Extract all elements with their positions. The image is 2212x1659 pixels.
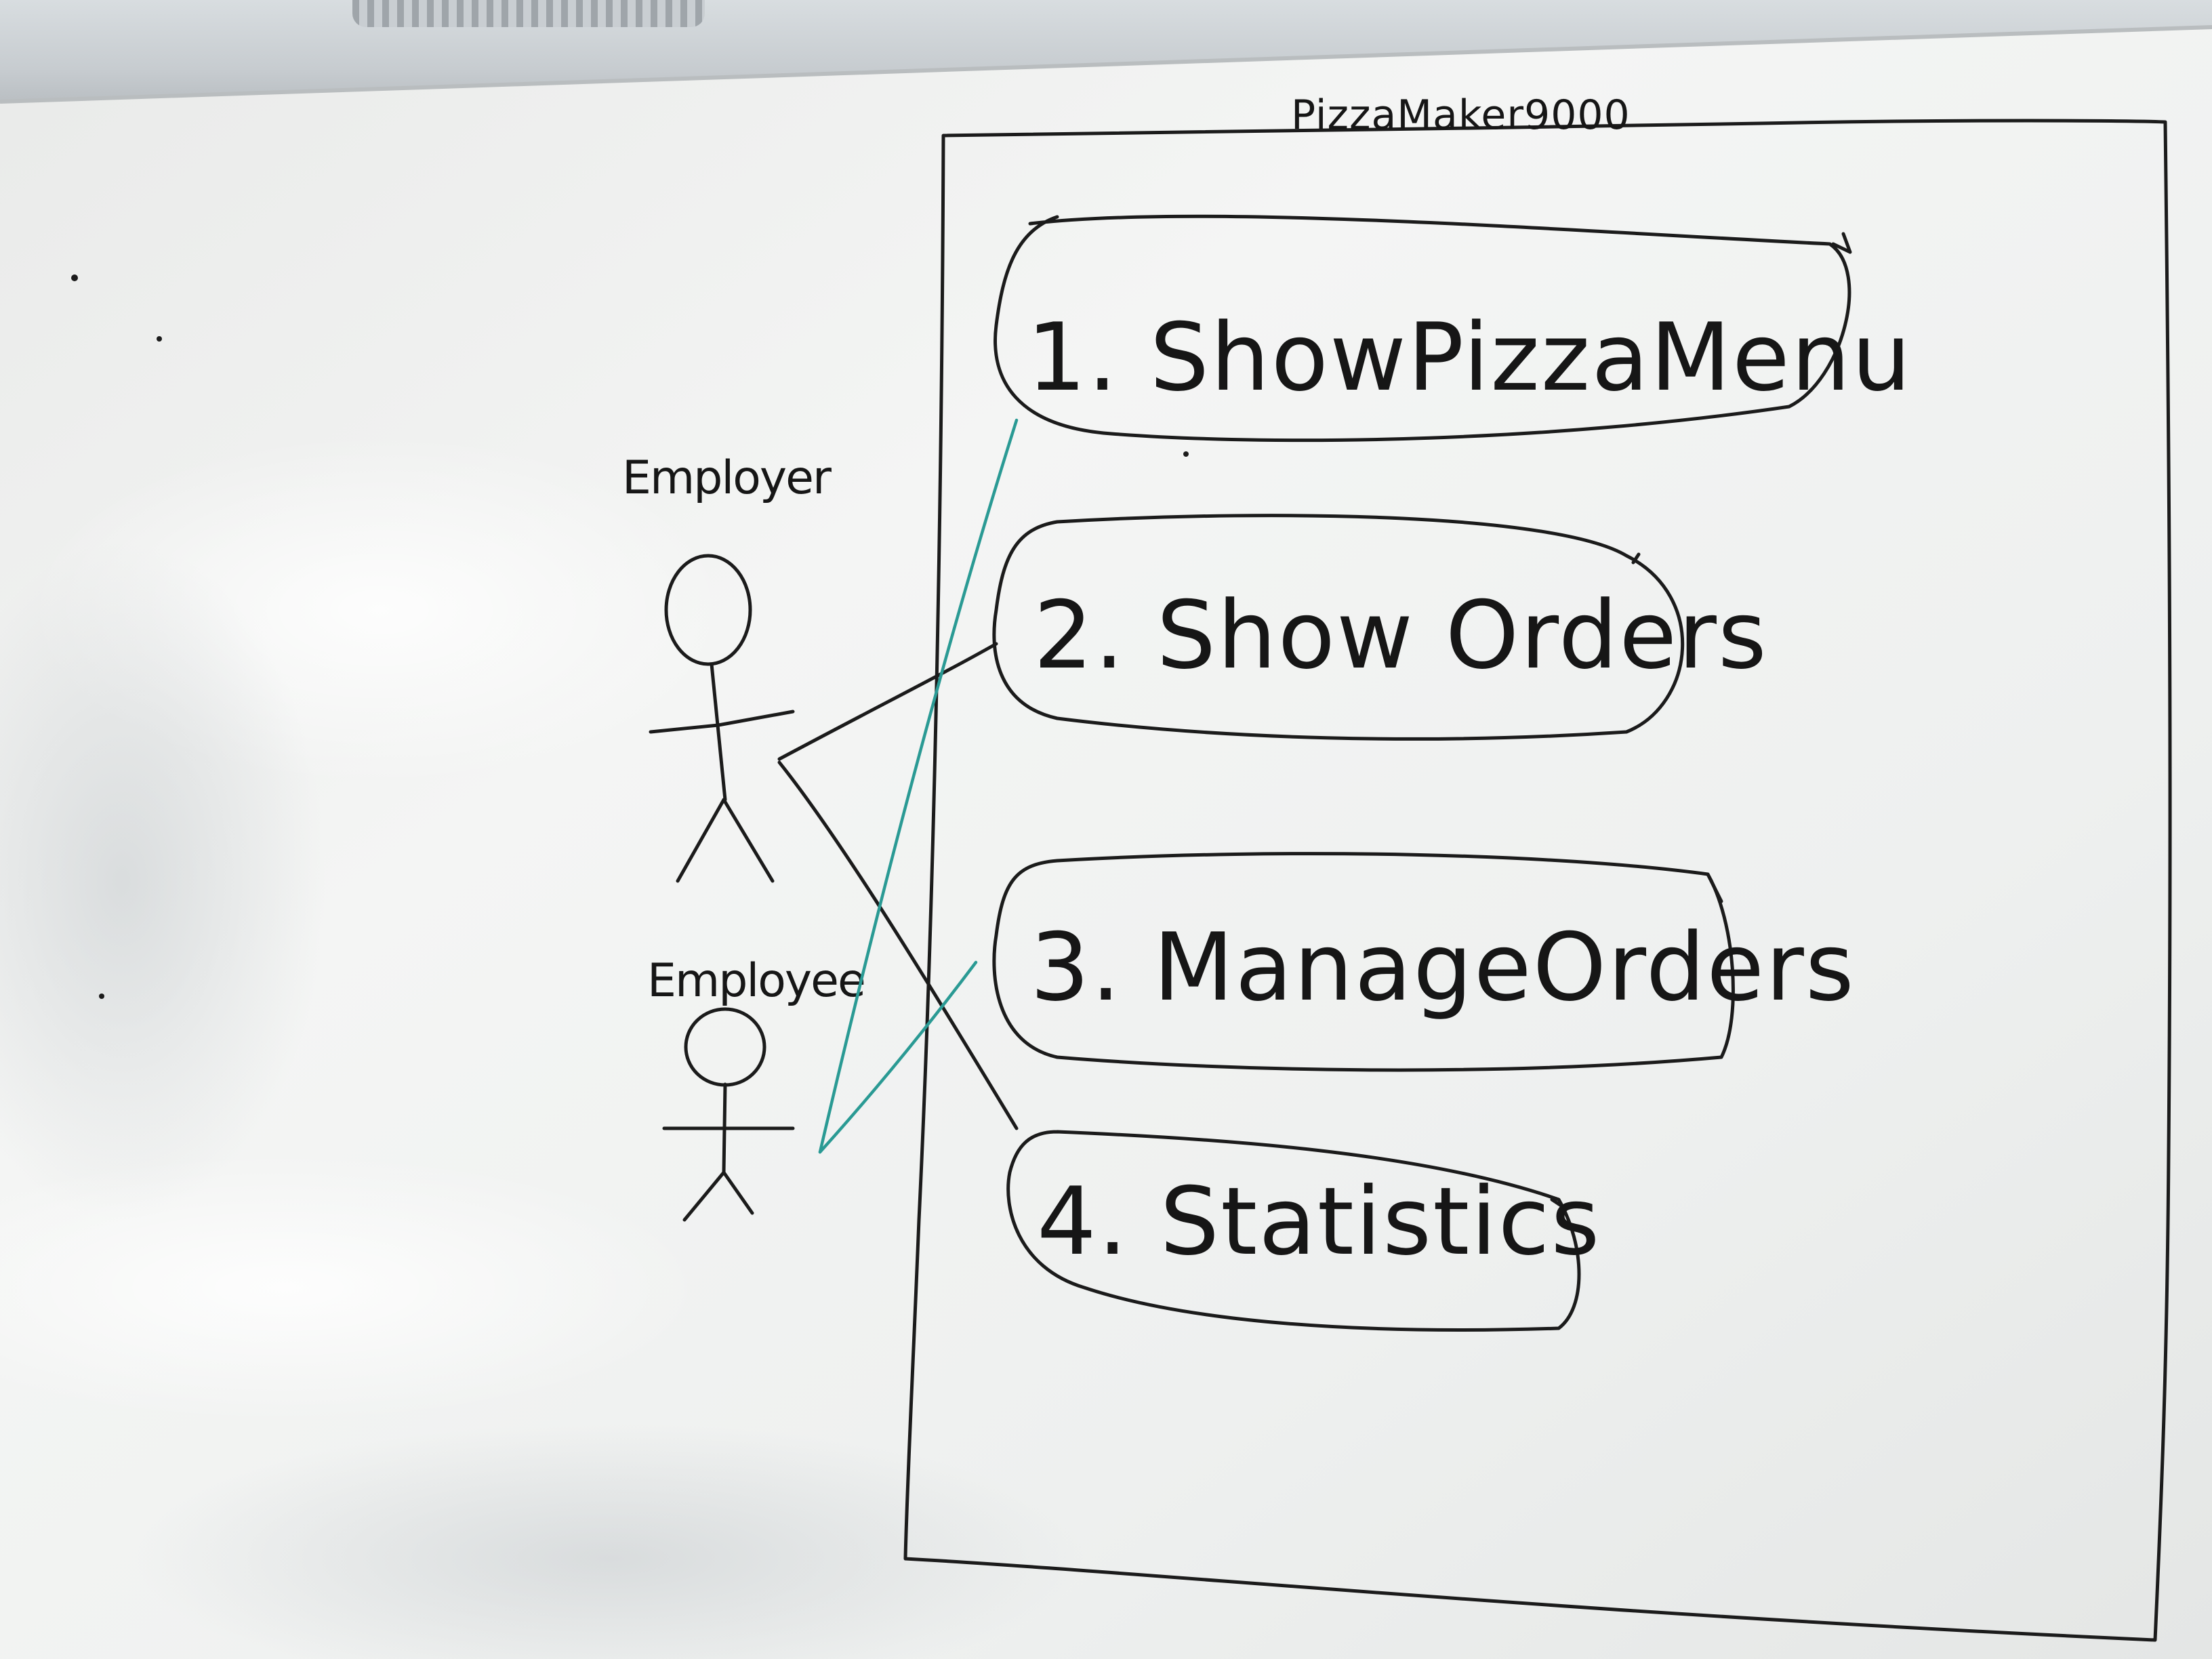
marker-speck [71, 274, 78, 281]
marker-speck [157, 336, 162, 342]
use-case-2-label: 2. Show Orders [1033, 581, 1768, 690]
shade-bottom [136, 1423, 1084, 1659]
system-boundary [903, 119, 2172, 1642]
actor-employee-figure [662, 1007, 795, 1222]
association-employee-show-pizza-menu [818, 418, 1019, 1154]
marker-speck [99, 994, 104, 999]
use-case-2-tail [1631, 552, 1641, 565]
use-case-1-label: 1. ShowPizzaMenu [1027, 303, 1912, 412]
use-case-3-ellipse [992, 852, 1735, 1072]
use-case-3-tail [1706, 872, 1723, 903]
use-case-1-tail [1831, 232, 1852, 254]
actor-employee-label: Employee [647, 954, 865, 1008]
association-employee-manage-orders [818, 960, 978, 1154]
use-case-1-ellipse [994, 214, 1851, 443]
use-case-3-label: 3. ManageOrders [1030, 913, 1856, 1022]
association-employer-show-orders [777, 642, 998, 761]
use-case-4-tail [1550, 1197, 1564, 1208]
system-name: PizzaMaker9000 [1291, 91, 1631, 139]
use-case-2-ellipse [992, 514, 1685, 741]
use-case-4-ellipse [1006, 1130, 1581, 1332]
actor-employer-figure [649, 554, 795, 883]
association-employer-statistics [777, 760, 1019, 1130]
marker-speck [1183, 451, 1189, 457]
use-case-4-label: 4. Statistics [1037, 1167, 1601, 1276]
ceiling-duct [352, 0, 705, 27]
glare-lower [0, 1152, 705, 1423]
shade-left [0, 542, 325, 1220]
board-top-edge [0, 25, 2212, 104]
actor-employer-label: Employer [622, 451, 832, 505]
